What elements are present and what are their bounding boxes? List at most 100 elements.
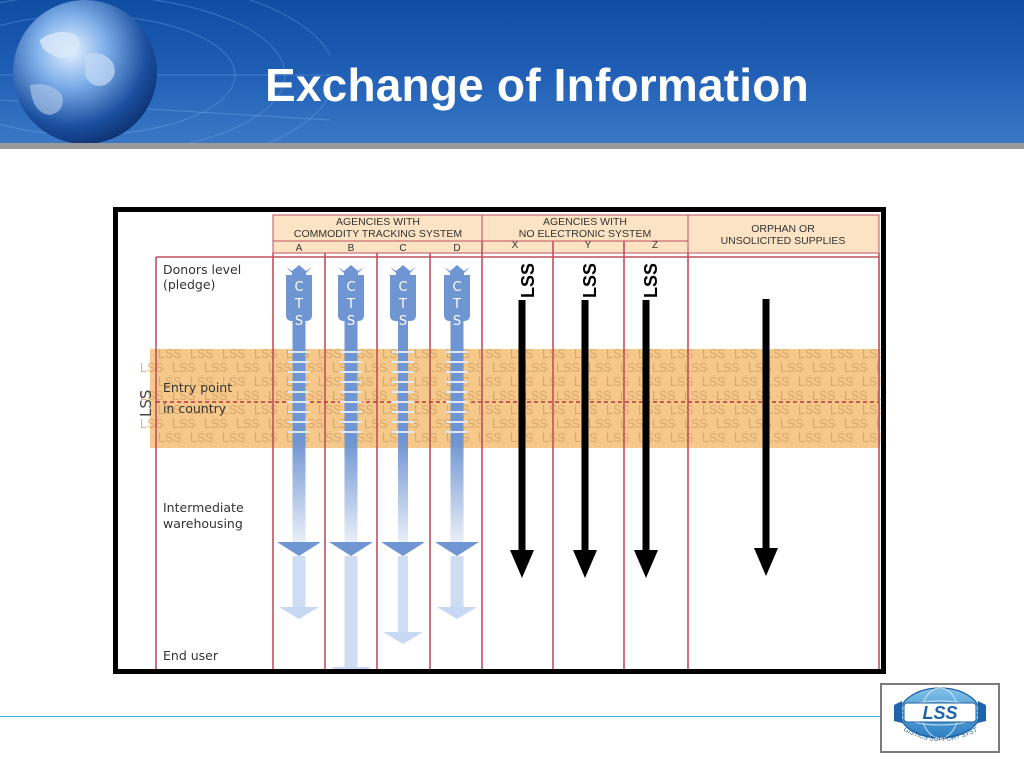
cts-arrow-head	[329, 542, 373, 556]
watermark-lss: LSS	[158, 347, 182, 361]
watermark-lss: LSS	[140, 417, 164, 431]
watermark-lss: LSS	[542, 375, 566, 389]
watermark-lss: LSS	[606, 431, 630, 445]
watermark-lss: LSS	[716, 361, 740, 375]
watermark-lss: LSS	[716, 389, 740, 403]
watermark-lss: LSS	[140, 389, 164, 403]
watermark-lss: LSS	[222, 375, 246, 389]
lss-arrow-label-z: LSS	[641, 263, 661, 298]
watermark-lss: LSS	[812, 361, 836, 375]
watermark-lss: LSS	[222, 347, 246, 361]
watermark-lss: LSS	[620, 361, 644, 375]
watermark-lss: LSS	[620, 389, 644, 403]
watermark-lss: LSS	[766, 403, 790, 417]
watermark-lss: LSS	[364, 389, 388, 403]
watermark-lss: LSS	[542, 431, 566, 445]
cts-arrow-cap	[390, 265, 416, 321]
watermark-lss: LSS	[830, 403, 854, 417]
watermark-lss: LSS	[556, 417, 580, 431]
watermark-lss: LSS	[812, 417, 836, 431]
row-label-intermediate-2: warehousing	[163, 516, 243, 531]
watermark-lss: LSS	[542, 347, 566, 361]
footer-divider	[0, 716, 880, 717]
watermark-lss: LSS	[766, 375, 790, 389]
watermark-lss: LSS	[638, 403, 662, 417]
cts-arrow-faded-head	[383, 632, 423, 644]
watermark-lss: LSS	[414, 347, 438, 361]
watermark-lss: LSS	[766, 347, 790, 361]
watermark-lss: LSS	[222, 431, 246, 445]
letter-row	[272, 240, 689, 254]
row-label-donors-2: (pledge)	[163, 277, 215, 292]
lss-arrow-group: LSS LSS LSS	[510, 263, 778, 578]
watermark-lss: LSS	[492, 361, 516, 375]
watermark-lss: LSS	[190, 375, 214, 389]
watermark-lss: LSS	[702, 347, 726, 361]
watermark-lss: LSS	[798, 375, 822, 389]
row-label-end-user: End user	[163, 648, 219, 663]
watermark-lss: LSS	[172, 361, 196, 375]
watermark-lss: LSS	[844, 417, 868, 431]
watermark-lss: LSS	[716, 417, 740, 431]
watermark-lss: LSS	[702, 403, 726, 417]
header-cts-line2: COMMODITY TRACKING SYSTEM	[294, 228, 462, 240]
watermark-lss: LSS	[670, 431, 694, 445]
watermark-lss: LSS	[364, 417, 388, 431]
cts-arrow-shaft	[292, 315, 306, 542]
watermark-lss: LSS	[428, 417, 452, 431]
cts-arrow-head	[435, 542, 479, 556]
lss-arrow-z-head	[634, 550, 658, 578]
cts-arrow-faded-head	[437, 607, 477, 619]
watermark-lss: LSS	[606, 375, 630, 389]
cts-arrow-extension	[398, 556, 408, 632]
watermark-lss: LSS	[798, 431, 822, 445]
page-title: Exchange of Information	[265, 59, 809, 111]
cts-arrow-shaft	[344, 315, 358, 542]
lss-arrow-label-y: LSS	[580, 263, 600, 298]
watermark-lss: LSS	[734, 431, 758, 445]
watermark-lss: LSS	[588, 417, 612, 431]
watermark-lss: LSS	[190, 431, 214, 445]
watermark-lss: LSS	[190, 347, 214, 361]
orphan-arrow-head	[754, 548, 778, 576]
lss-arrow-y-head	[573, 550, 597, 578]
watermark-lss: LSS	[268, 389, 292, 403]
watermark-lss: LSS	[140, 361, 164, 375]
row-label-intermediate-1: Intermediate	[163, 500, 244, 515]
globe-icon	[0, 0, 330, 143]
watermark-lss: LSS	[158, 403, 182, 417]
watermark-lss: LSS	[414, 375, 438, 389]
cts-letter: C	[294, 280, 303, 295]
watermark-lss: LSS	[798, 403, 822, 417]
watermark-lss: LSS	[542, 403, 566, 417]
header-cts-line1: AGENCIES WITH	[336, 216, 420, 228]
watermark-lss: LSS	[414, 431, 438, 445]
cts-letter: T	[346, 297, 355, 312]
watermark-lss: LSS	[236, 361, 260, 375]
watermark-lss: LSS	[524, 361, 548, 375]
watermark-lss: LSS	[236, 417, 260, 431]
cts-arrow-cap	[444, 265, 470, 321]
watermark-lss: LSS	[652, 417, 676, 431]
watermark-lss: LSS	[492, 389, 516, 403]
watermark-lss: LSS	[254, 347, 278, 361]
watermark-lss: LSS	[524, 417, 548, 431]
watermark-lss: LSS	[300, 417, 324, 431]
watermark-lss: LSS	[190, 403, 214, 417]
watermark-lss: LSS	[780, 389, 804, 403]
cts-arrow-faded-head	[279, 607, 319, 619]
watermark-lss: LSS	[478, 375, 502, 389]
watermark-lss: LSS	[222, 403, 246, 417]
cts-letter: S	[295, 314, 303, 329]
watermark-lss: LSS	[830, 375, 854, 389]
watermark-lss: LSS	[588, 361, 612, 375]
watermark-lss: LSS	[766, 431, 790, 445]
watermark-lss: LSS	[428, 389, 452, 403]
lss-arrow-label-x: LSS	[518, 263, 538, 298]
watermark-lss: LSS	[638, 431, 662, 445]
watermark-lss: LSS	[684, 389, 708, 403]
watermark-lss: LSS	[236, 389, 260, 403]
